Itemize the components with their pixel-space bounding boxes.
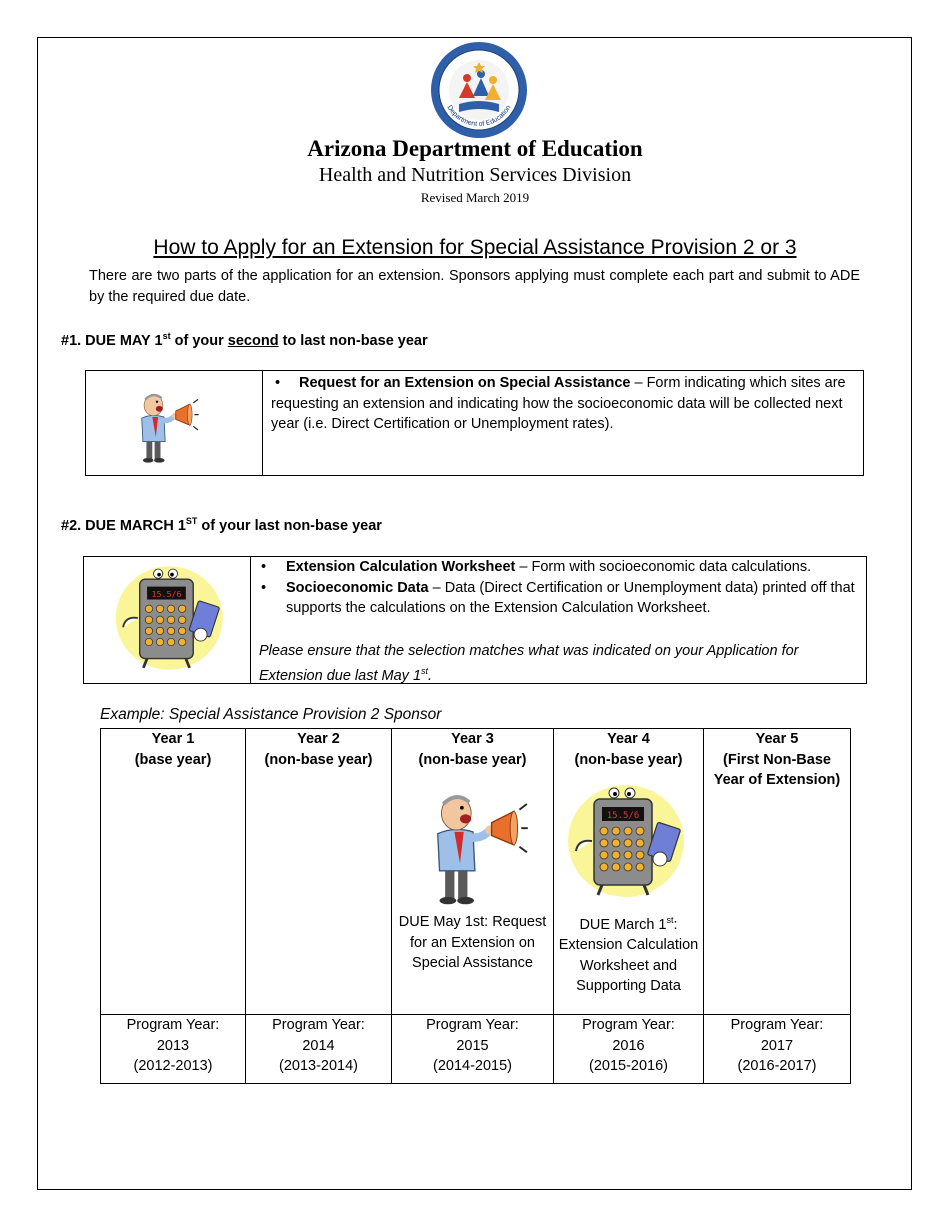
svg-text:ARIZONA: ARIZONA [458, 51, 499, 65]
section2-box: •Extension Calculation Worksheet – Form … [83, 556, 867, 684]
program-year-cell: Program Year:2017(2016-2017) [703, 1014, 851, 1084]
section1-divider [262, 371, 263, 475]
program-year-cell: Program Year:2015(2014-2015) [391, 1014, 554, 1084]
year4-cell: Year 4 (non-base year) DUE March 1st: Ex… [553, 728, 704, 1015]
program-year-cell: Program Year:2014(2013-2014) [245, 1014, 392, 1084]
example-caption: Example: Special Assistance Provision 2 … [100, 706, 442, 723]
calculator-icon [112, 561, 232, 675]
table-row: Year 1 (base year) Year 2 (non-base year… [100, 728, 851, 1015]
year3-cell: Year 3 (non-base year) DUE May 1st: Requ… [391, 728, 554, 1015]
list-item: •Socioeconomic Data – Data (Direct Certi… [261, 579, 855, 617]
ade-seal-logo: ARIZONA Department of Education [431, 42, 527, 138]
year4-due-text: DUE March 1st: Extension Calculation Wor… [558, 915, 699, 995]
request-form-name: Request for an Extension on Special Assi… [299, 375, 631, 391]
megaphone-man-icon [118, 383, 210, 465]
section2-divider [250, 557, 251, 683]
org-name: Arizona Department of Education [307, 136, 643, 161]
year5-cell: Year 5 (First Non-Base Year of Extension… [703, 728, 851, 1015]
program-year-cell: Program Year:2016(2015-2016) [553, 1014, 704, 1084]
page-border [37, 37, 912, 1190]
list-item: •Extension Calculation Worksheet – Form … [261, 559, 812, 575]
calculator-icon [564, 772, 694, 910]
revised-date: Revised March 2019 [420, 190, 530, 205]
intro-paragraph: There are two parts of the application f… [89, 268, 860, 305]
year2-cell: Year 2 (non-base year) [245, 728, 392, 1015]
example-table: Year 1 (base year) Year 2 (non-base year… [100, 728, 851, 1084]
section2-note: Please ensure that the selection matches… [259, 642, 799, 684]
section2-heading: #2. DUE MARCH 1ST of your last non-base … [61, 516, 382, 534]
megaphone-man-icon [403, 778, 543, 908]
section1-heading: #1. DUE MAY 1st of your second to last n… [61, 331, 428, 349]
section2-list: •Extension Calculation Worksheet – Form … [256, 557, 862, 686]
program-year-cell: Program Year:2013(2012-2013) [100, 1014, 246, 1084]
table-row: Program Year:2013(2012-2013) Program Yea… [100, 1014, 851, 1084]
section1-item: •Request for an Extension on Special Ass… [271, 375, 846, 432]
section1-box: •Request for an Extension on Special Ass… [85, 370, 864, 476]
division-name: Health and Nutrition Services Division [318, 164, 632, 186]
year3-due-text: DUE May 1st: Request for an Extension on… [398, 914, 547, 971]
year1-cell: Year 1 (base year) [100, 728, 246, 1015]
document-title: How to Apply for an Extension for Specia… [153, 236, 797, 259]
